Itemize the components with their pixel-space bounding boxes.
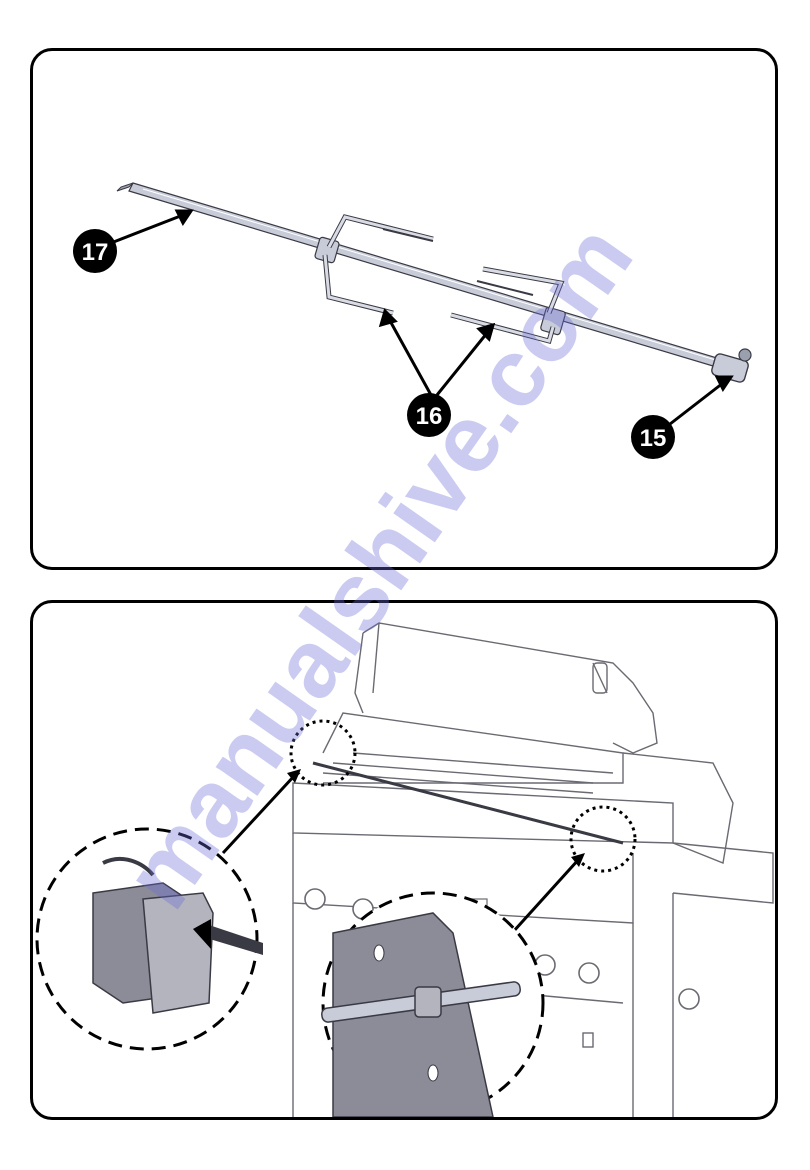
- bracket-detail: [321, 893, 543, 1117]
- motor-detail: [37, 829, 263, 1049]
- callout-16: 16: [407, 393, 451, 437]
- callout-15: 15: [631, 415, 675, 459]
- parts-panel: 17 16 15: [30, 48, 778, 570]
- callout-17: 17: [73, 229, 117, 273]
- callout-17-label: 17: [82, 239, 109, 266]
- callout-16-label: 16: [416, 403, 443, 430]
- rotisserie-parts-drawing: 17 16 15: [33, 51, 775, 567]
- installation-panel: [30, 600, 778, 1120]
- spit-rod: [117, 183, 727, 369]
- grill-installation-drawing: [33, 603, 775, 1117]
- fork-left: [314, 217, 433, 313]
- motor-leader: [223, 775, 295, 853]
- callout-15-label: 15: [640, 425, 667, 452]
- installed-spit-rod: [313, 763, 623, 843]
